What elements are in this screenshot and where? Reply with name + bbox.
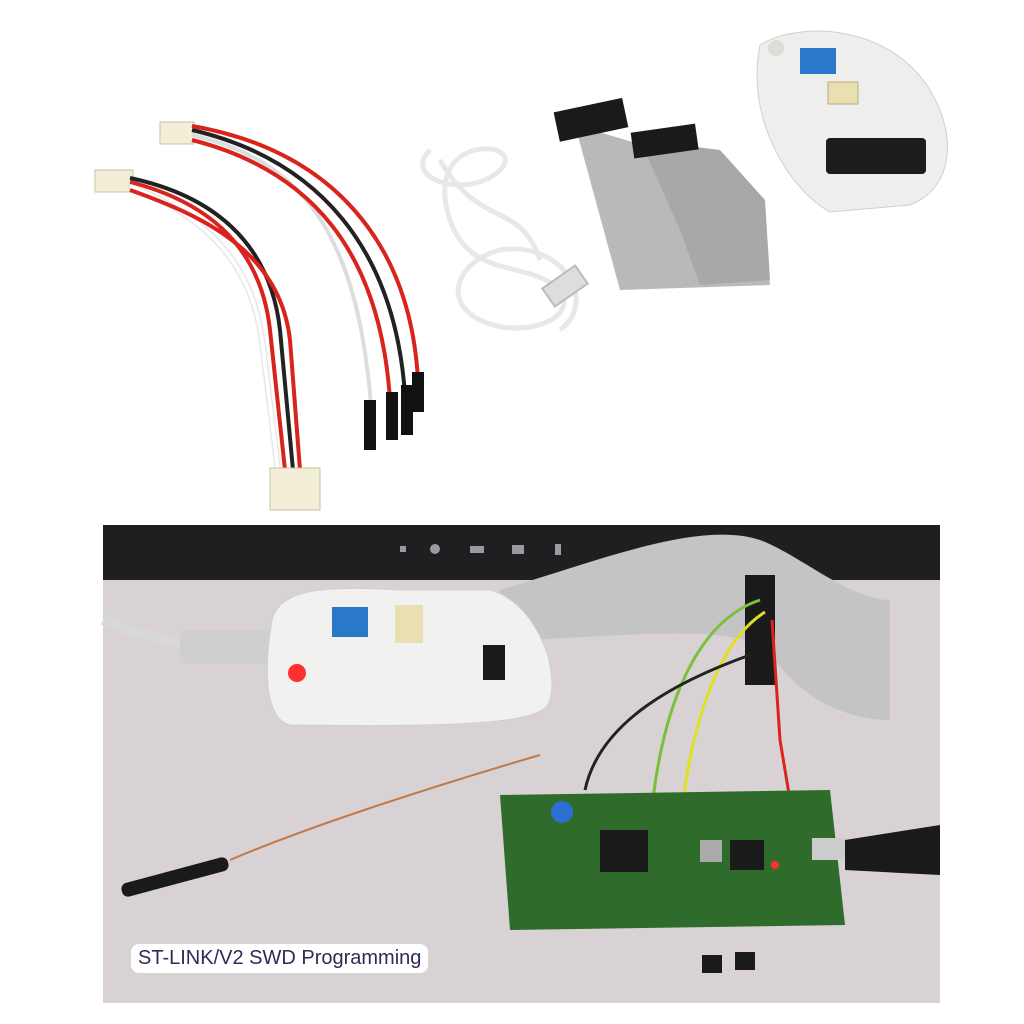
stm32-board [500,790,845,930]
jumper-cable-2 [159,121,424,450]
usb-cable [420,146,590,332]
photo-caption: ST-LINK/V2 SWD Programming [131,944,429,973]
jumper-cable-1 [94,169,321,511]
st-link-v2-device [756,30,948,213]
st-logo [800,48,836,74]
st-logo [332,607,368,637]
ribbon-cable [553,97,770,290]
setup-photo [101,525,940,1003]
